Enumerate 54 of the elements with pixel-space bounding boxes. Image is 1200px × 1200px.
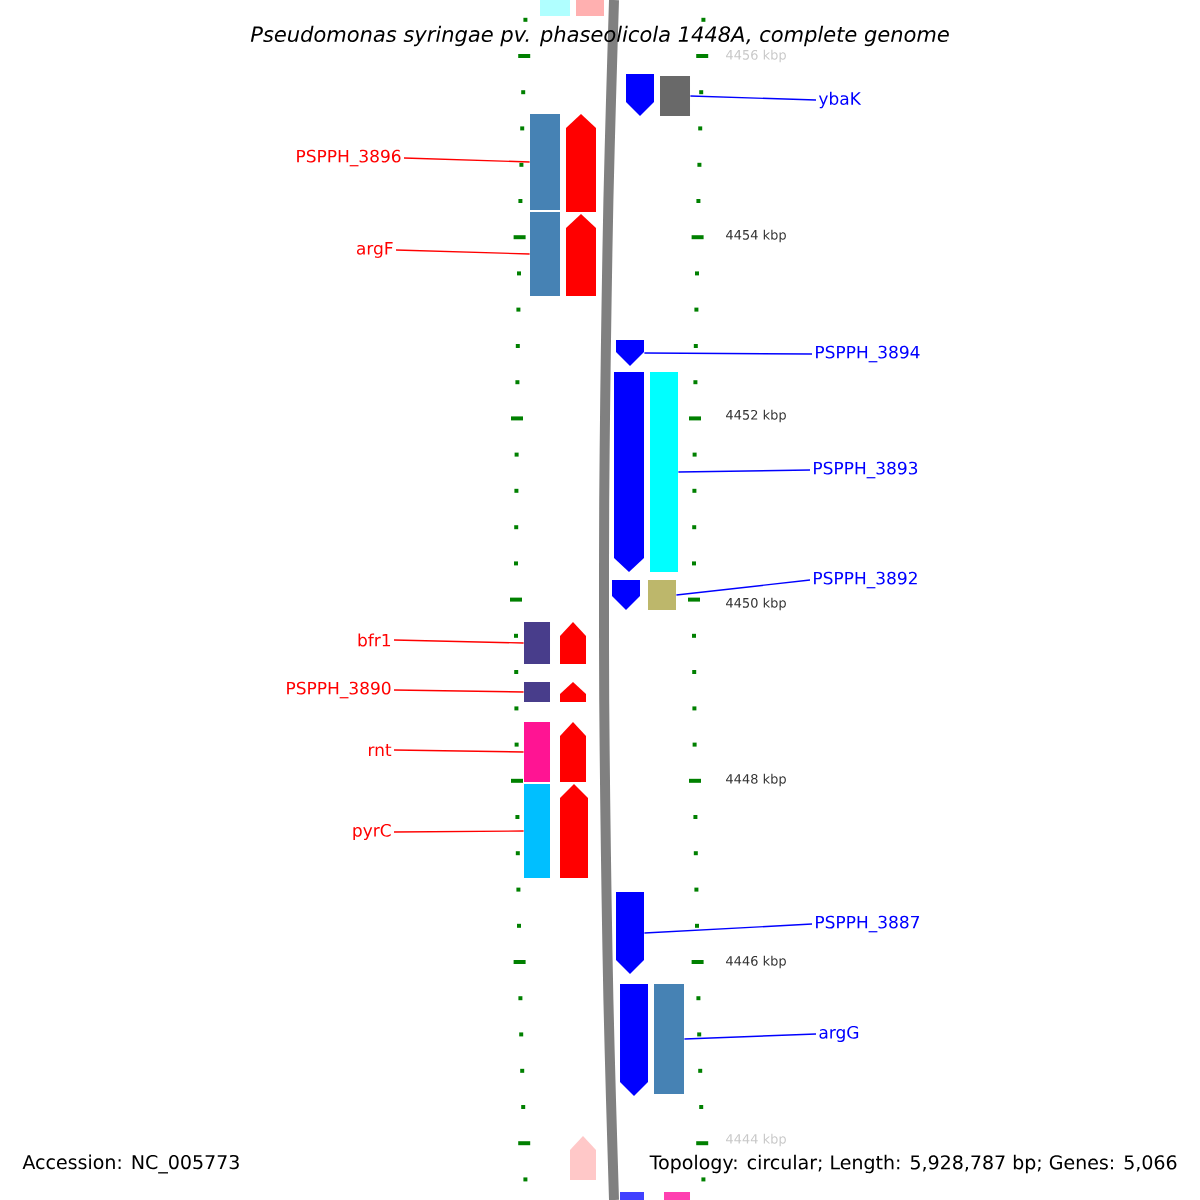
gene-bar xyxy=(660,76,690,116)
gene-label: rnt xyxy=(369,744,392,756)
gene-bar xyxy=(530,114,560,210)
gene-block xyxy=(560,682,586,702)
gene-bar xyxy=(576,0,604,16)
gene-bar xyxy=(524,682,550,702)
gene-block xyxy=(566,114,596,212)
gene-block xyxy=(560,622,586,664)
gene-block xyxy=(616,340,644,366)
leader-line xyxy=(395,249,531,255)
gene-bar xyxy=(524,722,550,782)
gene-label: PSPPH_3887 xyxy=(816,915,920,933)
gene-label: PSPPH_3890 xyxy=(287,681,391,699)
gene-block xyxy=(570,1136,596,1180)
gene-block xyxy=(620,984,648,1096)
title: Pseudomonas syringae pv. phaseolicola 1448A, complete genome xyxy=(250,25,949,47)
gene-label: pyrC xyxy=(353,823,391,841)
gene-label: argG xyxy=(819,1025,859,1043)
gene-block xyxy=(566,214,596,296)
footer-text: Topology: circular; Length: 5,928,787 bp; Genes: 5,066 xyxy=(649,1154,1177,1174)
leader-line xyxy=(393,749,525,753)
gene-bar xyxy=(524,784,550,878)
gene-bar xyxy=(620,1192,644,1200)
gene-label: PSPPH_3894 xyxy=(816,345,920,363)
gene-bar xyxy=(664,1192,690,1200)
leader-line xyxy=(643,923,813,934)
leader-line xyxy=(683,1033,817,1040)
gene-block xyxy=(560,784,588,878)
gene-bar xyxy=(540,0,570,16)
gene-block xyxy=(612,580,640,610)
gene-block xyxy=(560,722,586,782)
gene-label: PSPPH_3893 xyxy=(814,461,918,479)
gene-label: ybaK xyxy=(818,91,862,109)
leader-line xyxy=(643,352,813,355)
gene-bar xyxy=(524,622,550,664)
gene-bar xyxy=(648,580,676,610)
leader-line xyxy=(393,639,525,644)
gene-label: PSPPH_3892 xyxy=(814,571,917,589)
gene-label: argF xyxy=(356,242,393,258)
leader-line xyxy=(677,469,811,473)
gene-label: PSPPH_3896 xyxy=(297,149,401,167)
leader-line xyxy=(689,95,817,101)
leader-line xyxy=(393,689,525,693)
gene-block xyxy=(614,372,644,572)
gene-block xyxy=(616,892,644,974)
footer-text: Accession: NC_005773 xyxy=(22,1154,239,1174)
leader-line xyxy=(403,157,531,163)
leader-line xyxy=(675,579,811,596)
gene-block xyxy=(626,74,654,116)
leader-line xyxy=(393,830,525,833)
gene-bar xyxy=(530,212,560,296)
gene-label: bfr1 xyxy=(358,633,391,647)
gene-bar xyxy=(650,372,678,572)
gene-bar xyxy=(654,984,684,1094)
